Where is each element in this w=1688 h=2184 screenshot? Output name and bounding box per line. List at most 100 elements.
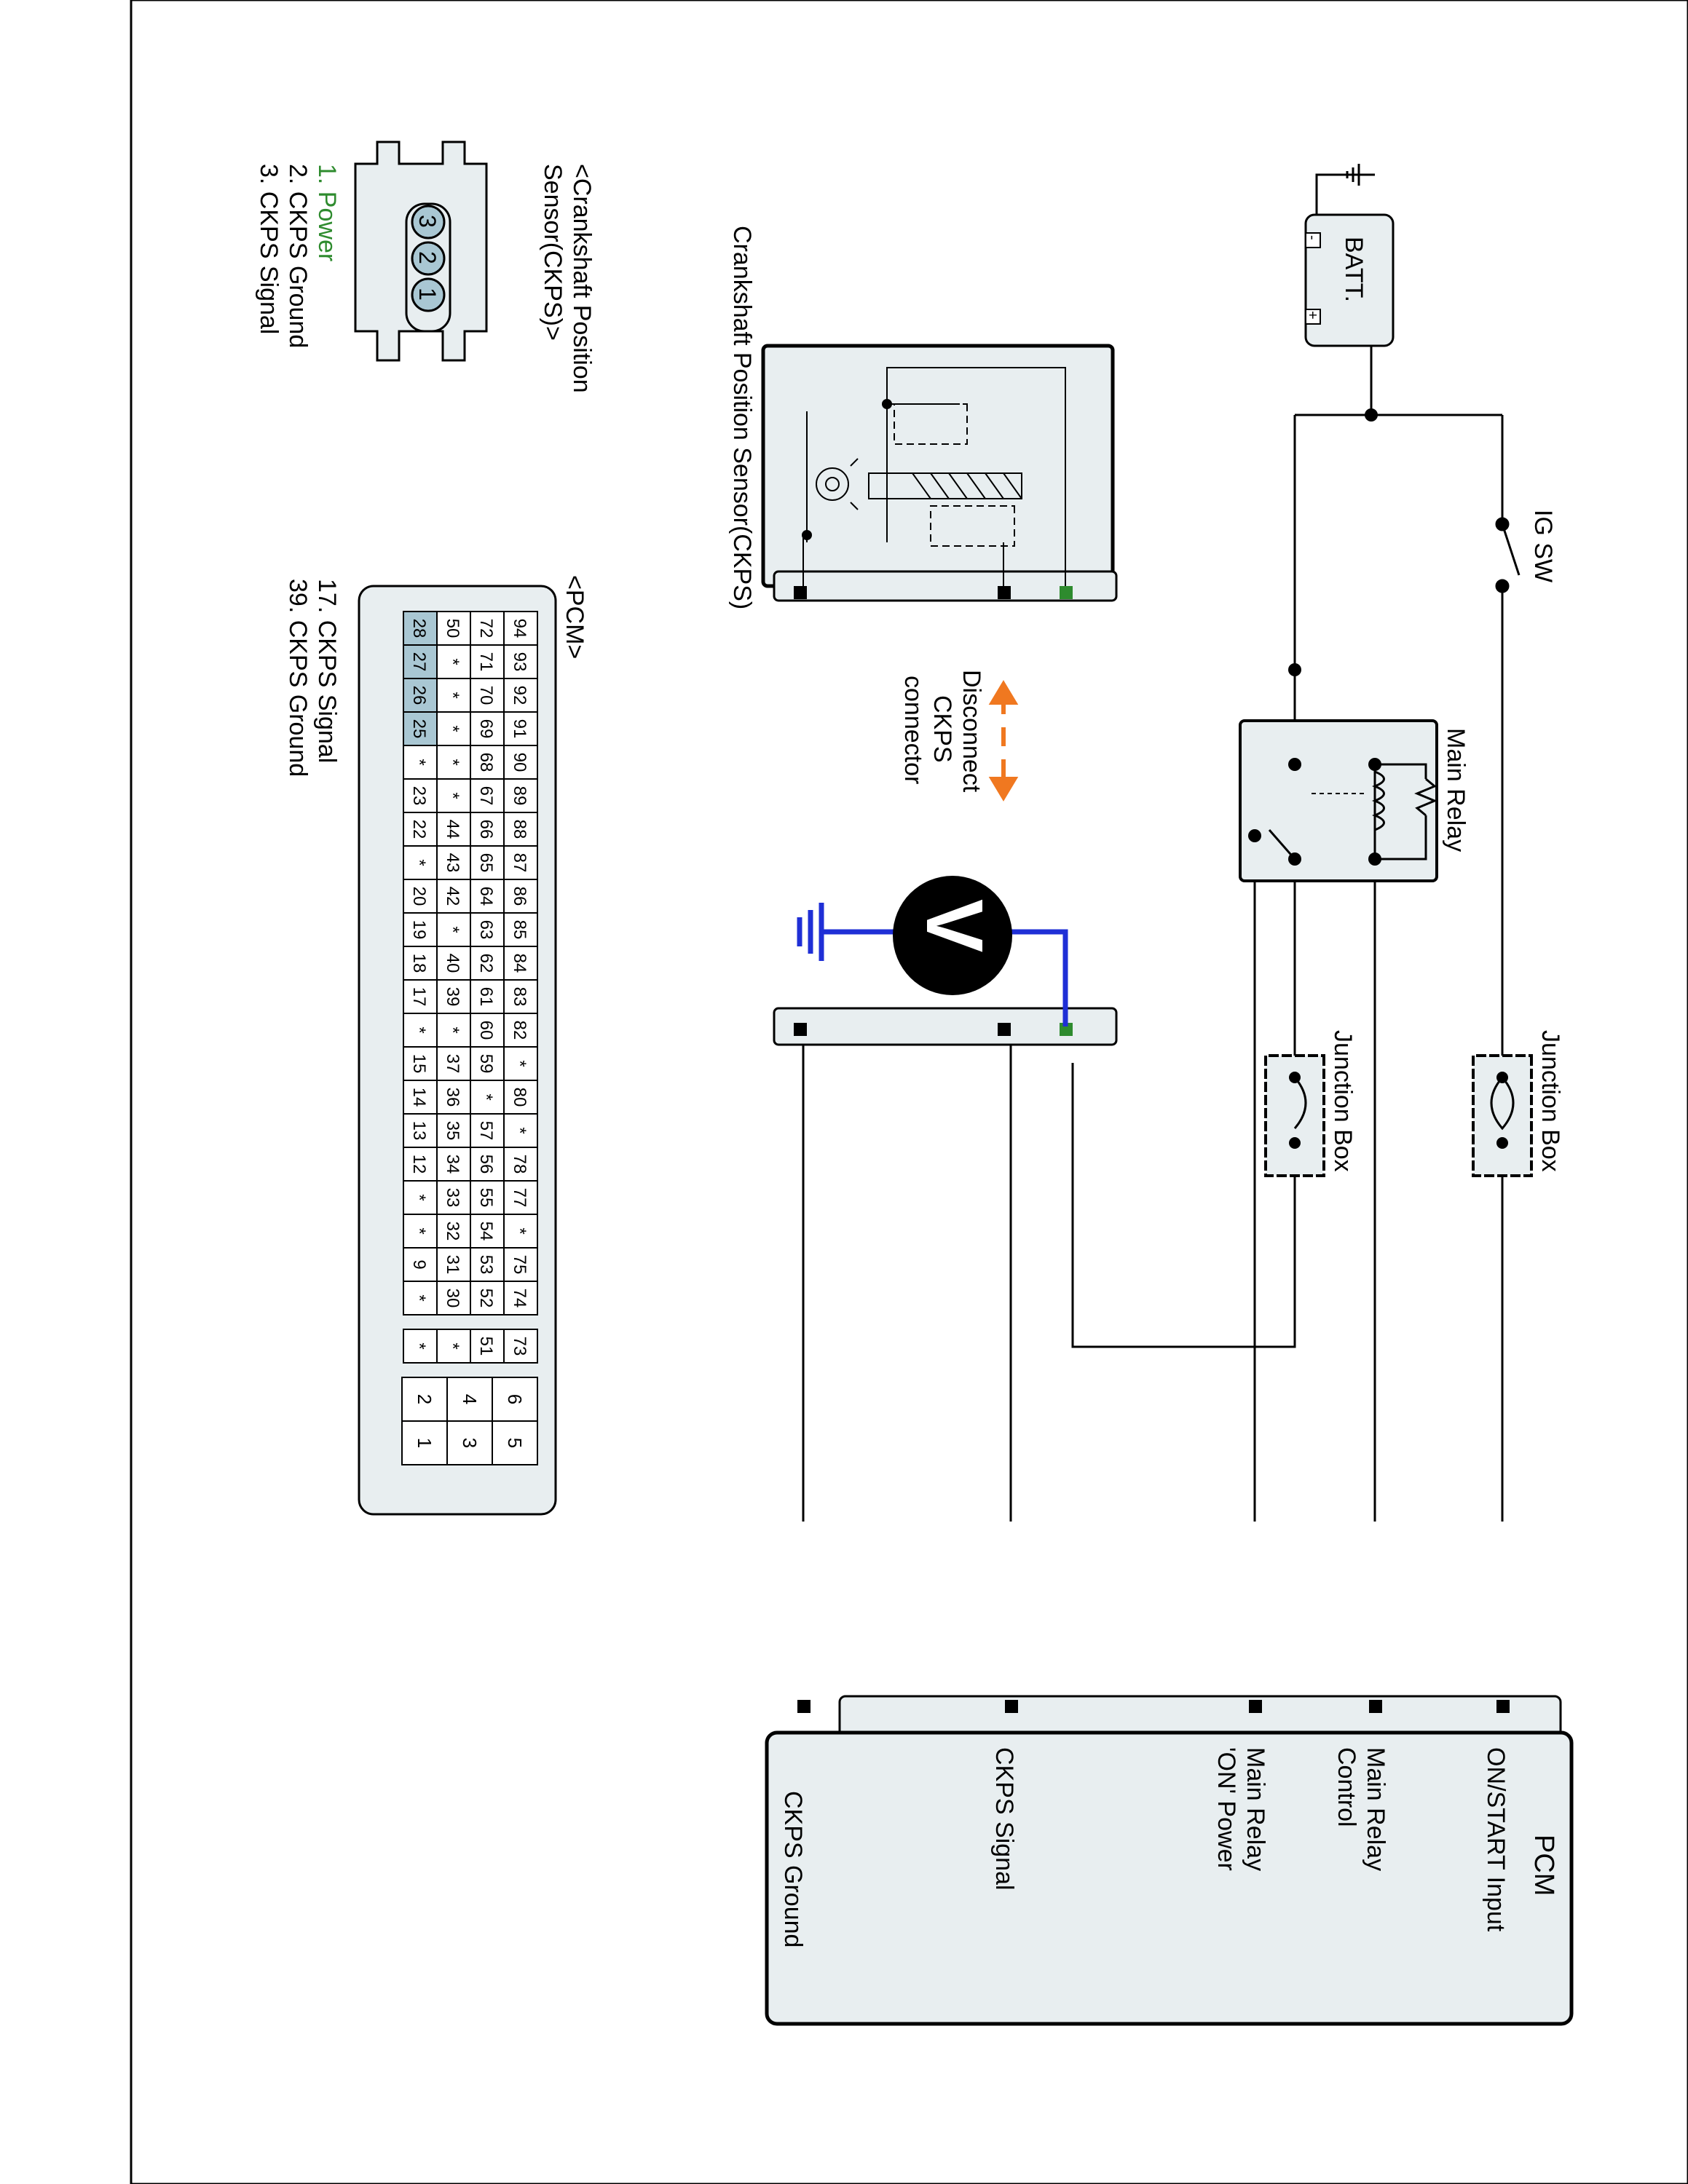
- pcm-pin-number: *: [510, 1227, 529, 1234]
- main-relay-label: Main Relay: [1442, 728, 1470, 852]
- ckps-connector-title-2: Sensor(CKPS)>: [539, 164, 567, 341]
- relay-coil-icon: [1371, 763, 1437, 860]
- pcm-pin-number: *: [510, 1060, 529, 1067]
- pcm-pin-number: 15: [409, 1054, 429, 1074]
- junction-box-1-label: Junction Box: [1537, 1030, 1564, 1172]
- pcm-pin-number: 4: [459, 1394, 481, 1404]
- pcm-pin-number: 93: [510, 652, 529, 672]
- ckps-pin-1: 1: [414, 288, 441, 301]
- pcm-pin-number: 61: [476, 987, 496, 1007]
- pcm-pin-number: *: [476, 1093, 496, 1100]
- pcm-pin-number: 86: [510, 887, 529, 906]
- pcm-pin-number: 71: [476, 652, 496, 672]
- pcm-pin-number: 19: [409, 920, 429, 940]
- ig-switch-icon: [1495, 517, 1521, 593]
- pcm-pin-number: 32: [443, 1222, 462, 1241]
- pcm-pin-number: 74: [510, 1289, 529, 1308]
- main-relay: [1239, 719, 1438, 882]
- pcm-connector-grid: 94939291908988878685848382*80*7877*75747…: [401, 611, 538, 1465]
- pcm-pin-number: *: [443, 792, 462, 799]
- pcm-pin-cell: [403, 1329, 438, 1364]
- pcm-pin-number: 54: [476, 1222, 496, 1241]
- ckps-legend-power: 1. Power: [313, 164, 341, 261]
- fuse-icon: [1490, 1077, 1515, 1131]
- pcm-pin-cell: [401, 1420, 448, 1465]
- battery-minus-label: -: [1304, 235, 1320, 240]
- pcm-pin-number: 36: [443, 1088, 462, 1107]
- junction-box-1: [1472, 1054, 1533, 1177]
- disconnect-line2: CKPS: [928, 695, 956, 763]
- pcm-pin-number: 43: [443, 853, 462, 873]
- splice-dots: [1288, 408, 1378, 676]
- pcm-pin-number: 88: [510, 820, 529, 839]
- pcm-pin-number: 67: [476, 786, 496, 806]
- ckps-sensor: [761, 344, 1118, 602]
- voltmeter-icon: [797, 876, 1068, 1026]
- pcm-pin-number: *: [409, 1026, 429, 1033]
- pcm-pin-ckps-signal: CKPS Signal: [990, 1747, 1018, 1891]
- pcm-pin-number: 25: [409, 719, 429, 739]
- pcm-pin-number: 35: [443, 1121, 462, 1141]
- pcm-pin-number: 42: [443, 887, 462, 906]
- pcm-connector-title: <PCM>: [561, 575, 588, 659]
- disconnect-line3: connector: [899, 676, 927, 784]
- ckps-title: Crankshaft Position Sensor(CKPS): [728, 226, 756, 609]
- battery-label: BATT.: [1340, 237, 1368, 302]
- ckps-pin-3: 3: [414, 215, 441, 228]
- pcm-pin-number: 55: [476, 1188, 496, 1208]
- pcm-pin-number: 63: [476, 920, 496, 940]
- pcm-pin-number: *: [510, 1127, 529, 1133]
- ckps-pin-2: 2: [414, 251, 441, 264]
- pcm-pin-number: 22: [409, 820, 429, 839]
- pcm-pin-number: *: [409, 1342, 429, 1349]
- pcm-pin-number: 65: [476, 853, 496, 873]
- pcm-module: [765, 1695, 1574, 2026]
- disconnect-line1: Disconnect: [958, 670, 985, 793]
- pcm-pin-number: 68: [476, 753, 496, 772]
- pcm-pin-number: 80: [510, 1088, 529, 1107]
- pcm-pin-number: 89: [510, 786, 529, 806]
- pcm-pin-number: 3: [459, 1438, 481, 1448]
- double-arrow-icon: [988, 680, 1019, 802]
- pcm-pin-number: 26: [409, 686, 429, 705]
- pcm-pin-number: 33: [443, 1188, 462, 1208]
- pcm-pin-number: 17: [409, 987, 429, 1007]
- pcm-pin-number: 27: [409, 652, 429, 672]
- pcm-pin-number: 2: [414, 1394, 435, 1404]
- pcm-pin-on-start: ON/START Input: [1482, 1747, 1510, 1932]
- pcm-pin-number: 34: [443, 1155, 462, 1174]
- pcm-pin-number: 78: [510, 1155, 529, 1174]
- page-border: [130, 0, 1688, 2184]
- pcm-pin-cell: [403, 1281, 438, 1315]
- pcm-pin-number: 75: [510, 1255, 529, 1275]
- pcm-pin-number: 57: [476, 1121, 496, 1141]
- pcm-pin-number: *: [409, 859, 429, 866]
- pcm-pin-number: 40: [443, 954, 462, 973]
- pcm-pin-number: 69: [476, 719, 496, 739]
- pcm-legend-signal: 17. CKPS Signal: [313, 579, 341, 763]
- battery-icon: [1304, 213, 1395, 347]
- pcm-pin-number: 44: [443, 820, 462, 839]
- ckps-connector-pins: [411, 205, 446, 312]
- pcm-pin-number: 52: [476, 1289, 496, 1308]
- fuse-icon: [1293, 1077, 1307, 1129]
- pcm-pin-number: 56: [476, 1155, 496, 1174]
- pcm-pin-number: 20: [409, 887, 429, 906]
- pcm-pin-number: 91: [510, 719, 529, 739]
- pcm-pin-number: 90: [510, 753, 529, 772]
- pcm-pin-number: 31: [443, 1255, 462, 1275]
- pcm-pin-number: *: [443, 692, 462, 698]
- pcm-pin-ckps-ground: CKPS Ground: [779, 1791, 807, 1947]
- pcm-pin-number: *: [409, 1194, 429, 1200]
- ckps-legend-ground: 2. CKPS Ground: [284, 164, 312, 348]
- junction-box-2: [1264, 1054, 1325, 1177]
- pcm-pin-number: 18: [409, 954, 429, 973]
- pcm-pin-number: *: [443, 725, 462, 732]
- ground-icon: [1346, 164, 1375, 186]
- pcm-pin-number: *: [443, 658, 462, 665]
- pcm-pin-number: 59: [476, 1054, 496, 1074]
- pcm-pin-main-relay-on-power: Main Relay'ON' Power: [1212, 1747, 1269, 1871]
- pcm-pin-number: 87: [510, 853, 529, 873]
- pcm-pin-number: 92: [510, 686, 529, 705]
